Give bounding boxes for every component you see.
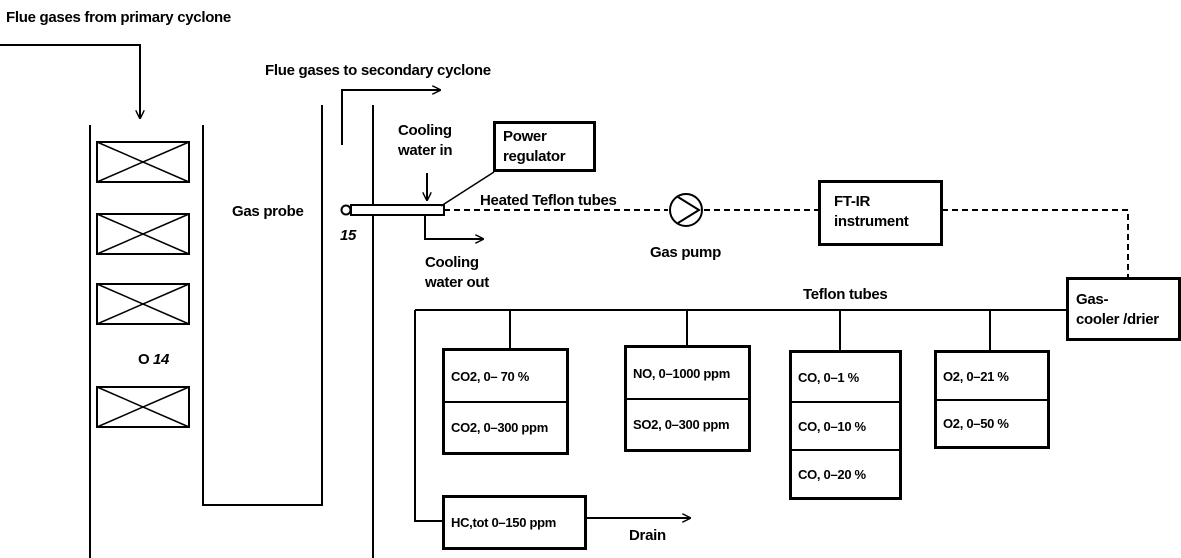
analyzer-hc: HC,tot 0–150 ppm <box>442 495 587 550</box>
analyzer-cell: CO2, 0–300 ppm <box>445 401 566 452</box>
analyzer-no-so2: NO, 0–1000 ppm SO2, 0–300 ppm <box>624 345 751 452</box>
analyzer-cell: CO, 0–20 % <box>792 449 899 497</box>
analyzer-cell: HC,tot 0–150 ppm <box>451 515 557 530</box>
label-point-14-marker: O <box>138 351 150 368</box>
label-teflon-tubes: Teflon tubes <box>803 286 888 303</box>
label-gas-pump: Gas pump <box>650 244 721 261</box>
analyzer-cell: CO, 0–1 % <box>798 369 859 385</box>
gas-probe <box>350 204 445 216</box>
teflon-tube-hc-line <box>414 310 442 522</box>
label-cooling-water-in: Cooling water in <box>398 122 453 159</box>
analyzer-cell: NO, 0–1000 ppm <box>633 365 730 381</box>
label-point-14: 14 <box>153 351 170 368</box>
heater-element <box>96 386 190 428</box>
power-regulator-box <box>493 121 596 172</box>
flue-gas-outlet-arrow <box>341 90 440 145</box>
label-power-regulator: Power regulator <box>503 128 566 165</box>
label-gas-cooler-drier: Gas- cooler /drier <box>1076 291 1159 328</box>
analyzer-cell: CO, 0–10 % <box>792 401 899 449</box>
analyzer-cell: O2, 0–50 % <box>937 399 1047 446</box>
label-cooling-water-out: Cooling water out <box>425 254 489 291</box>
gas-cooler-drier-box <box>1066 277 1181 341</box>
analyzer-co: CO, 0–1 % CO, 0–10 % CO, 0–20 % <box>789 350 902 500</box>
label-flue-gases-out: Flue gases to secondary cyclone <box>265 62 491 79</box>
label-gas-probe: Gas probe <box>232 203 304 220</box>
analyzer-cell: CO2, 0– 70 % <box>451 368 530 384</box>
label-ftir-instrument: FT-IR instrument <box>834 193 909 230</box>
flue-gas-inlet-arrow <box>0 44 140 118</box>
power-regulator-wire <box>440 171 495 207</box>
heater-element <box>96 141 190 183</box>
analyzer-co2: CO2, 0– 70 % CO2, 0–300 ppm <box>442 348 569 455</box>
label-point-15: 15 <box>340 227 357 244</box>
gas-pump-icon <box>669 193 703 227</box>
analyzer-o2: O2, 0–21 % O2, 0–50 % <box>934 350 1050 449</box>
analyzer-cell: O2, 0–21 % <box>943 368 1009 384</box>
heated-teflon-tube <box>942 209 1129 278</box>
label-drain: Drain <box>629 527 666 544</box>
ftir-instrument-box <box>818 180 943 246</box>
label-heated-teflon-tubes: Heated Teflon tubes <box>480 192 617 209</box>
riser-inner-wall <box>202 105 323 506</box>
heater-element <box>96 283 190 325</box>
heater-element <box>96 213 190 255</box>
probe-tip <box>340 204 352 216</box>
label-flue-gases-in: Flue gases from primary cyclone <box>6 9 231 26</box>
cooling-water-out-arrow <box>424 216 483 239</box>
analyzer-cell: SO2, 0–300 ppm <box>627 398 748 449</box>
